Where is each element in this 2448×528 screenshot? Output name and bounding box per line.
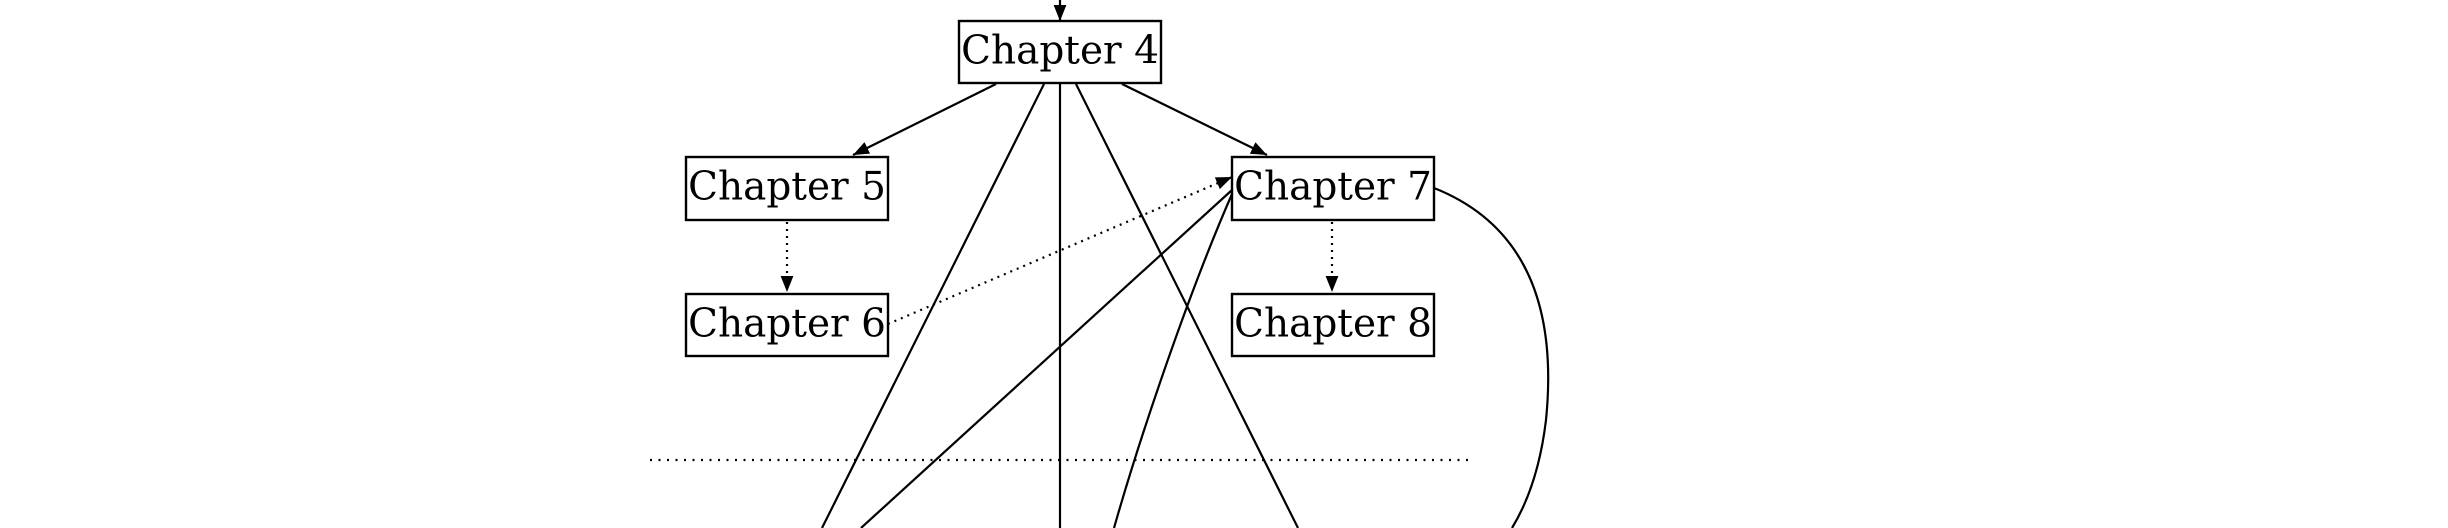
node-chapter5-label: Chapter 5 — [688, 165, 886, 210]
node-chapter4-box — [957, 19, 1163, 85]
edge-chapter4-to-chapter7 — [1121, 83, 1268, 156]
edge-chapter7-right-loop — [1433, 186, 1550, 528]
node-chapter4[interactable]: Chapter 4 — [957, 19, 1163, 85]
node-chapter6-label: Chapter 6 — [688, 302, 886, 347]
node-chapter6[interactable]: Chapter 6 — [684, 292, 890, 358]
node-chapter8[interactable]: Chapter 8 — [1230, 292, 1436, 358]
edge-chapter4-down-left — [821, 83, 1045, 528]
node-chapter8-box — [1230, 292, 1436, 358]
node-chapter7-box — [1230, 155, 1436, 222]
node-chapter8-label: Chapter 8 — [1234, 302, 1432, 347]
edges — [780, 0, 1550, 528]
edge-chapter4-to-chapter5 — [852, 83, 997, 156]
node-chapter7[interactable]: Chapter 7 — [1230, 155, 1436, 222]
node-chapter4-label: Chapter 4 — [961, 29, 1159, 74]
node-chapter5[interactable]: Chapter 5 — [684, 155, 890, 222]
node-chapter7-label: Chapter 7 — [1234, 165, 1432, 210]
node-chapter5-box — [684, 155, 890, 222]
edge-chapter7-down-curve — [1112, 193, 1234, 528]
edge-chapter7-down-left — [860, 189, 1233, 528]
node-chapter6-box — [684, 292, 890, 358]
